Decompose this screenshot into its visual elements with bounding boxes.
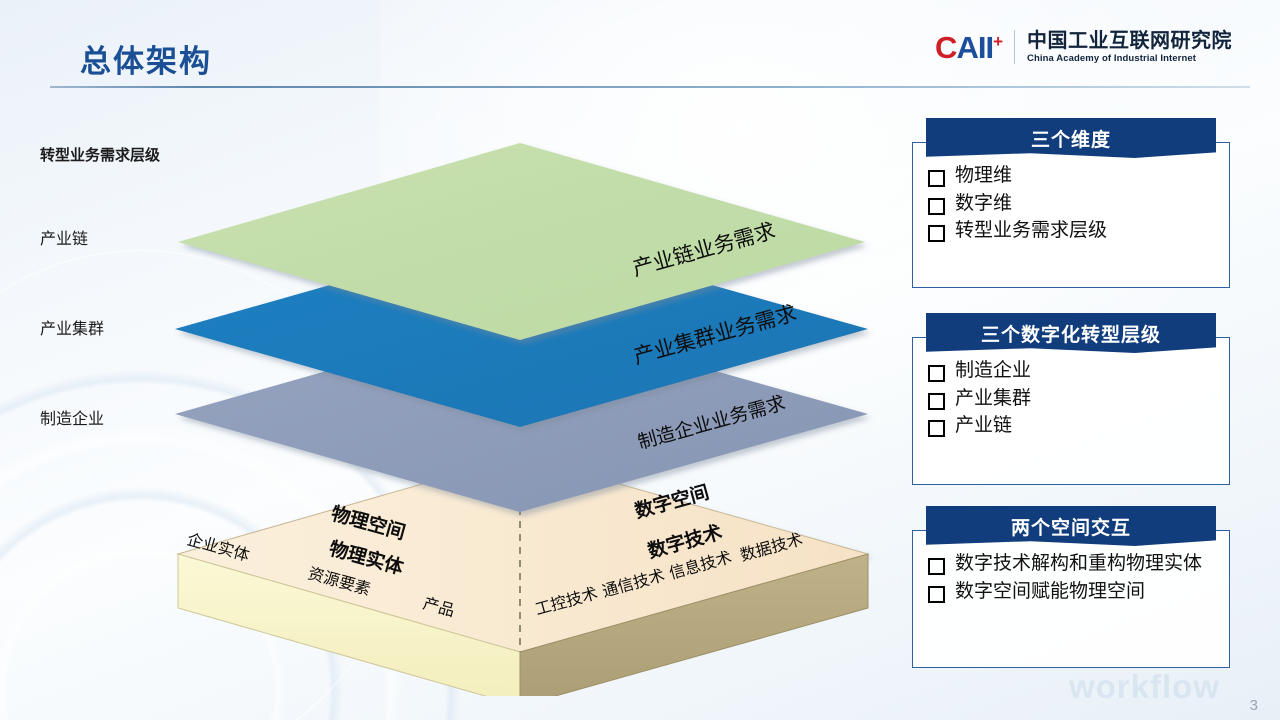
list-item[interactable]: 制造企业 xyxy=(928,359,1220,384)
list-item[interactable]: 转型业务需求层级 xyxy=(928,219,1220,244)
panel-header: 两个空间交互 xyxy=(926,506,1216,546)
list-item[interactable]: 数字空间赋能物理空间 xyxy=(928,580,1220,605)
list-item[interactable]: 数字技术解构和重构物理实体 xyxy=(928,552,1220,577)
list-item-label: 数字维 xyxy=(955,192,1013,214)
list-item[interactable]: 物理维 xyxy=(928,164,1220,189)
list-item[interactable]: 产业集群 xyxy=(928,387,1220,412)
list-item-label: 数字空间赋能物理空间 xyxy=(955,580,1146,602)
logo-name-cn: 中国工业互联网研究院 xyxy=(1027,30,1232,52)
layer-stack-svg: 产业链业务需求 产业集群业务需求 制造企业业务需求 物理空间 企业实体 物理实体… xyxy=(175,143,870,696)
list-item-label: 转型业务需求层级 xyxy=(955,220,1108,242)
base-slab xyxy=(176,455,870,696)
panel-item-list: 数字技术解构和重构物理实体 数字空间赋能物理空间 xyxy=(912,506,1230,619)
footer-watermark: workflow xyxy=(1068,668,1220,705)
checkbox-icon xyxy=(928,170,945,187)
panel-item-list: 制造企业 产业集群 产业链 xyxy=(912,313,1230,454)
architecture-diagram: 转型业务需求层级 产业链 产业集群 制造企业 xyxy=(0,96,900,696)
list-item-label: 制造企业 xyxy=(955,360,1032,381)
checkbox-icon xyxy=(928,420,945,438)
checkbox-icon xyxy=(928,585,945,603)
axis-label-manufacturing-enterprise: 制造企业 xyxy=(40,411,105,428)
plane-industry-chain xyxy=(178,143,865,340)
logo-letter-c: C xyxy=(935,29,957,65)
base-front-right-face xyxy=(519,553,869,696)
panel-three-transformation-levels: 三个数字化转型层级 制造企业 产业集群 产业链 xyxy=(912,313,1230,485)
logo-name-en: China Academy of Industrial Internet xyxy=(1027,53,1196,64)
checkbox-icon xyxy=(928,558,945,575)
page-number: 3 xyxy=(1249,697,1258,714)
panel-body xyxy=(912,142,1230,288)
axis-label-industry-cluster: 产业集群 xyxy=(40,321,105,338)
axis-title: 转型业务需求层级 xyxy=(40,147,161,164)
checkbox-icon xyxy=(928,197,945,215)
page-title: 总体架构 xyxy=(80,44,212,79)
checkbox-icon xyxy=(928,365,945,382)
list-item-label: 产业集群 xyxy=(955,387,1032,409)
base-front-left-face xyxy=(177,553,521,696)
list-item-label: 数字技术解构和重构物理实体 xyxy=(955,553,1203,574)
logo-wordmark: 中国工业互联网研究院 China Academy of Industrial I… xyxy=(1027,30,1232,64)
logo-divider xyxy=(1014,30,1015,65)
panel-body xyxy=(912,530,1230,668)
list-item[interactable]: 产业链 xyxy=(928,414,1220,439)
title-divider xyxy=(50,86,1250,88)
list-item-label: 物理维 xyxy=(955,165,1013,186)
axis-label-industry-chain: 产业链 xyxy=(40,231,89,248)
panel-item-list: 物理维 数字维 转型业务需求层级 xyxy=(912,118,1230,259)
checkbox-icon xyxy=(928,225,945,243)
checkbox-icon xyxy=(928,392,945,410)
logo-letters-aii: AII xyxy=(956,29,994,65)
list-item-label: 产业链 xyxy=(955,415,1013,437)
panel-three-dimensions: 三个维度 物理维 数字维 转型业务需求层级 xyxy=(912,118,1230,288)
logo-plus-icon: + xyxy=(993,31,1003,51)
panel-two-space-interaction: 两个空间交互 数字技术解构和重构物理实体 数字空间赋能物理空间 xyxy=(912,506,1230,668)
list-item[interactable]: 数字维 xyxy=(928,192,1220,217)
